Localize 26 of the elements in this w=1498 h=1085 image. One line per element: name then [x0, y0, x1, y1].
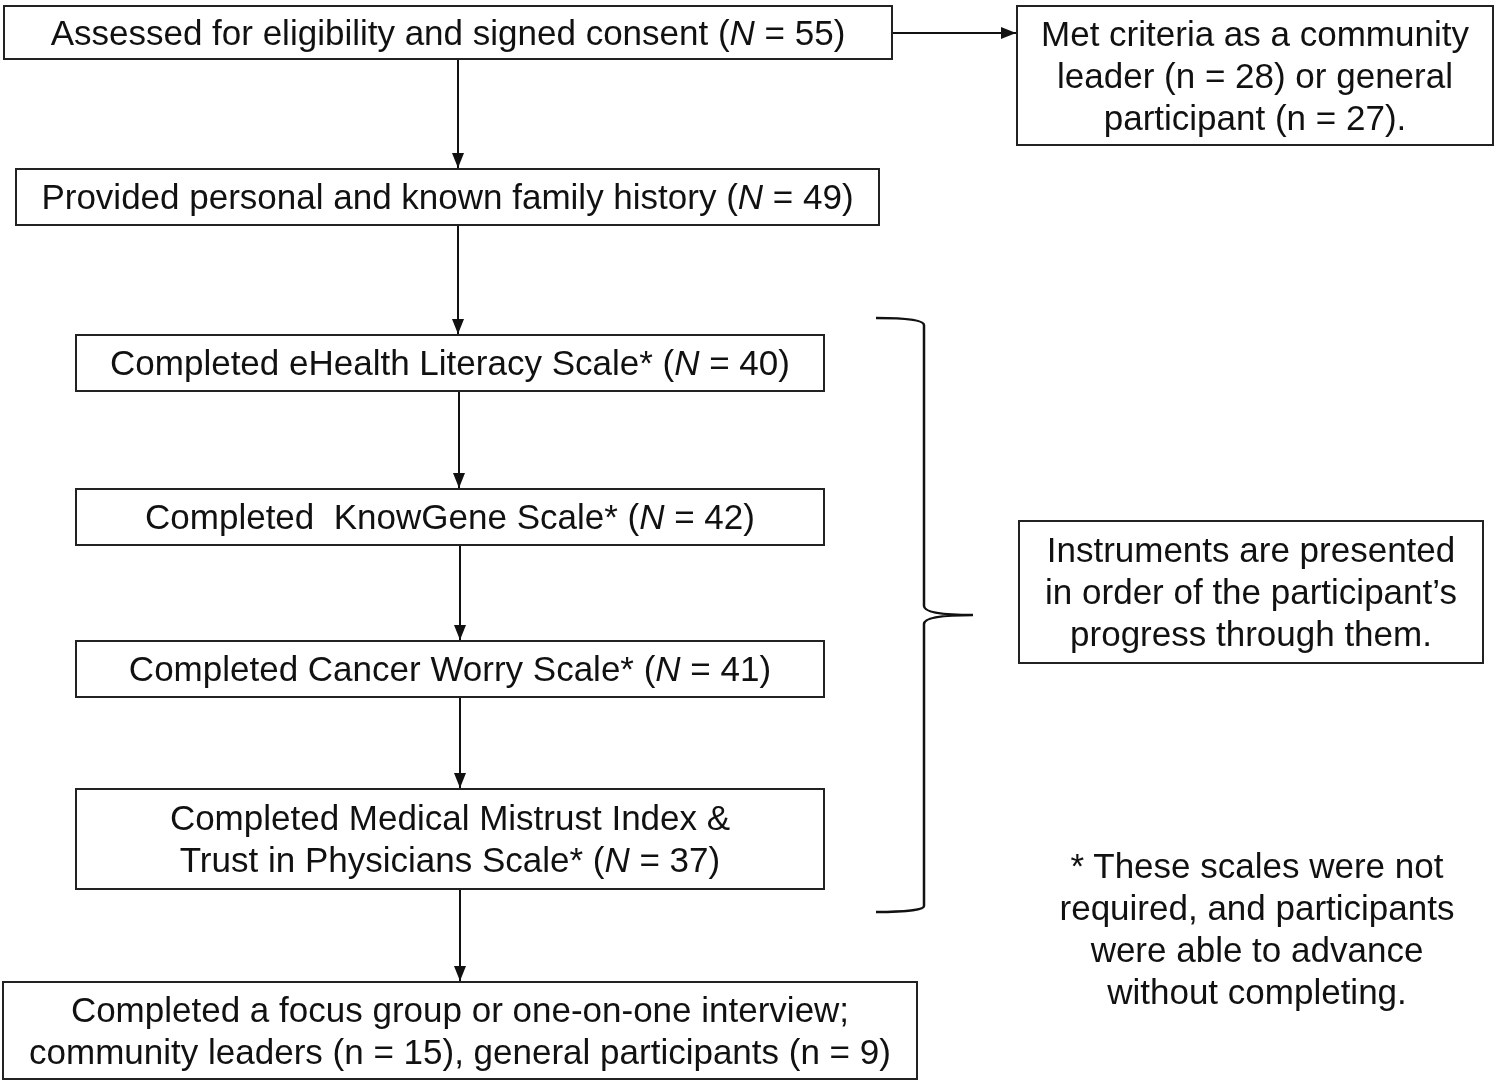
- arrow: [454, 545, 466, 641]
- process-box: [2, 981, 918, 1080]
- arrow: [452, 59, 464, 169]
- step-text: Completed a focus group or one-on-one interview; community leaders (n = 15), general participants (n = 9): [28, 988, 892, 1073]
- step-text: Assessed for eligibility and signed consent (N = 55): [50, 11, 846, 54]
- arrow: [454, 697, 466, 789]
- arrow: [452, 225, 464, 335]
- note-box: [1018, 520, 1484, 664]
- process-box: [75, 788, 825, 890]
- arrow: [453, 391, 465, 489]
- arrow: [892, 27, 1017, 39]
- process-box: [75, 640, 825, 698]
- step-text: Instruments are presented in order of the participant’s progress through them.: [1044, 529, 1458, 655]
- step-text: Completed Medical Mistrust Index & Trust in Physicians Scale* (N = 37): [168, 797, 732, 881]
- process-box: [15, 168, 880, 226]
- outcome-box: [1016, 5, 1494, 146]
- step-text: Provided personal and known family history (N = 49): [41, 176, 854, 218]
- step-text: Completed Cancer Worry Scale* (N = 41): [128, 648, 772, 690]
- step-text: Completed eHealth Literacy Scale* (N = 40): [110, 342, 790, 384]
- process-box: [75, 488, 825, 546]
- step-text: Completed KnowGene Scale* (N = 42): [145, 496, 755, 538]
- arrow: [454, 889, 466, 982]
- step-text: Met criteria as a community leader (n = 28) or general participant (n = 27).: [1040, 12, 1470, 139]
- process-box: [75, 334, 825, 392]
- process-box: [3, 5, 893, 60]
- footnote: * These scales were not required, and participants were able to advance without completing.: [1058, 845, 1456, 1013]
